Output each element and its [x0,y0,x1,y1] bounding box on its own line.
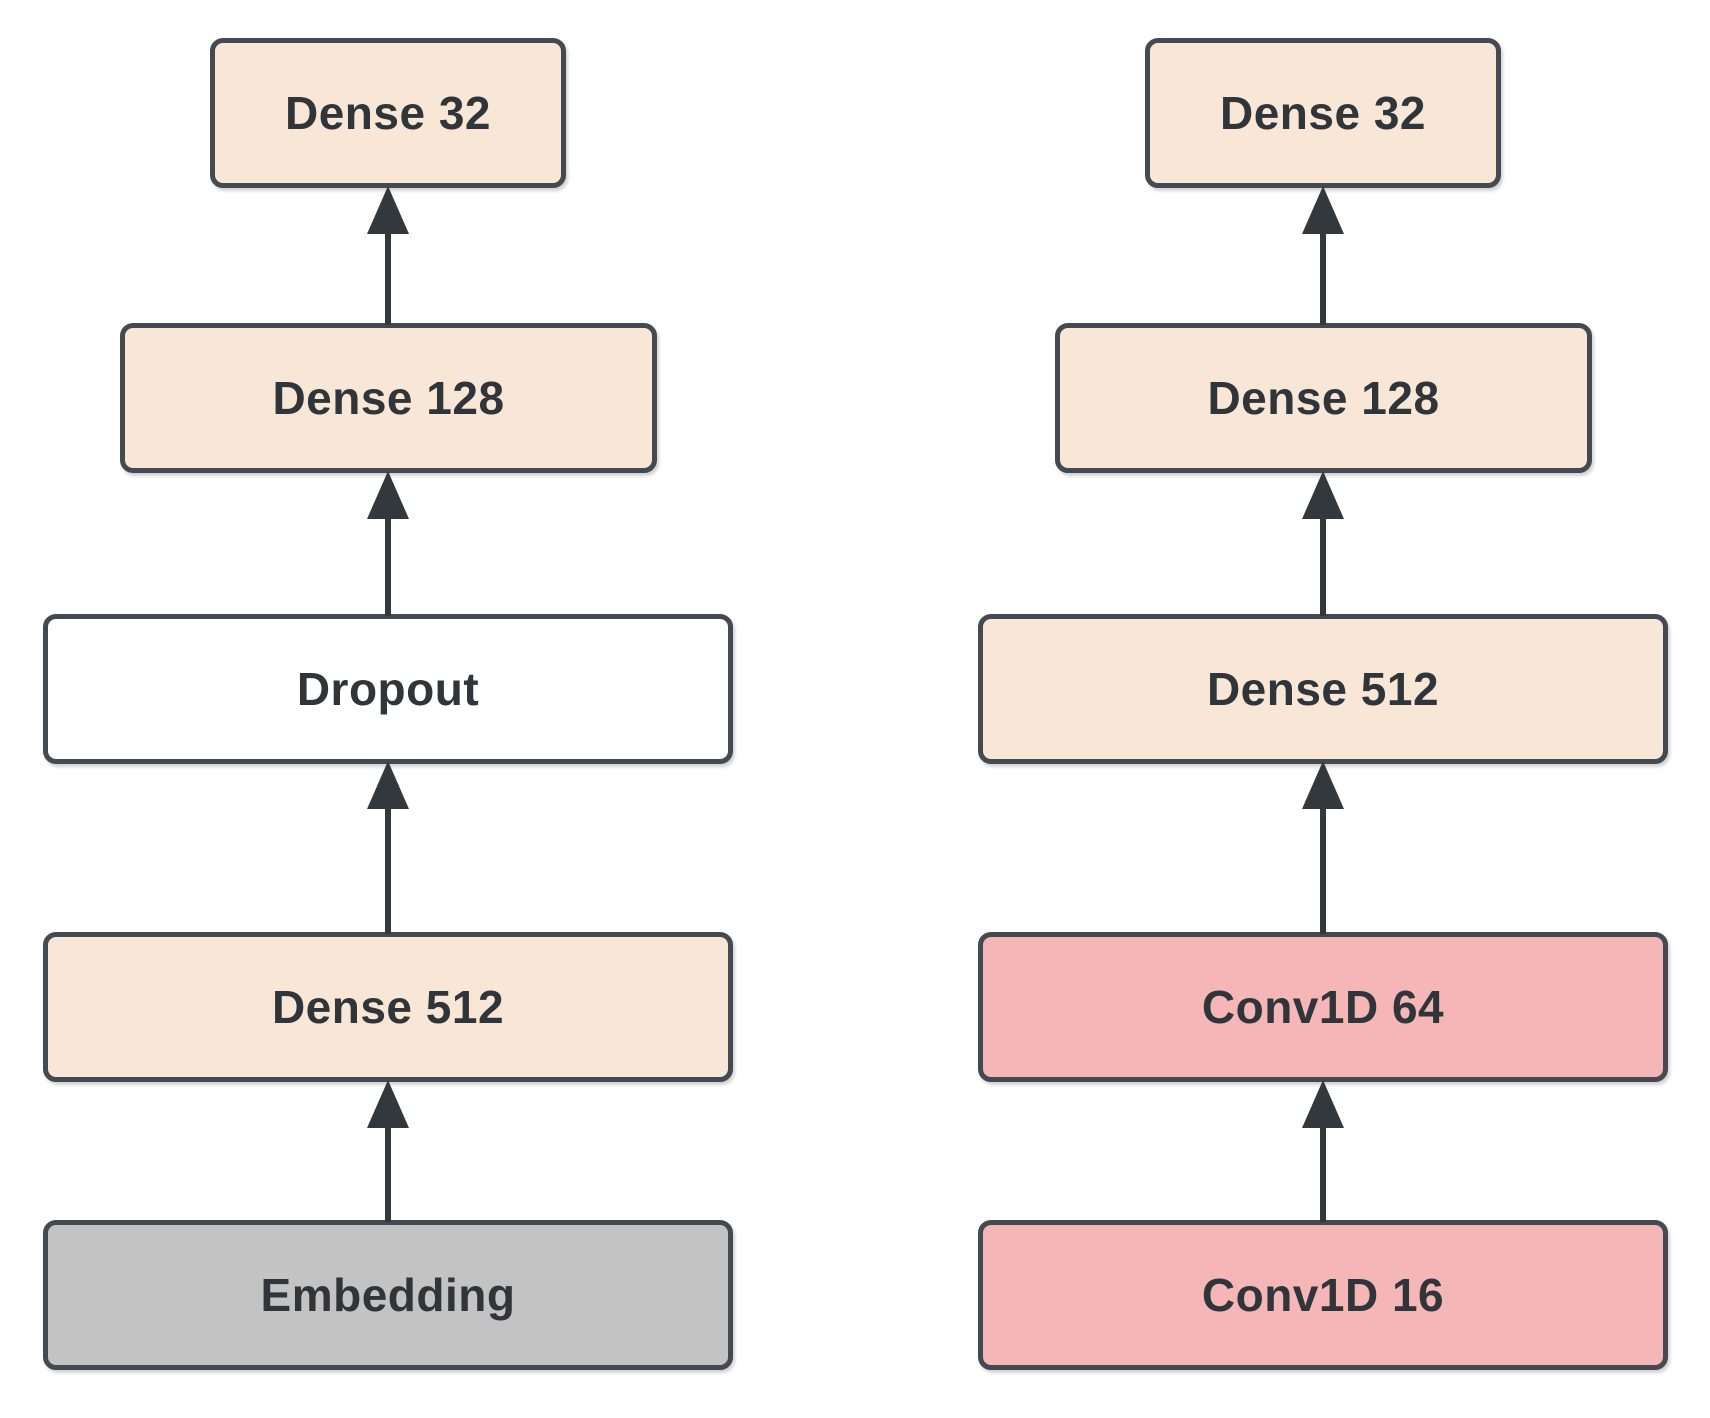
up-arrow-icon [1302,1080,1344,1222]
arrow-shaft [1320,1125,1326,1222]
node-left-dropout: Dropout [43,614,733,764]
node-right-conv1d-16: Conv1D 16 [978,1220,1668,1370]
node-label: Dense 32 [1219,87,1426,139]
up-arrow-icon [367,761,409,934]
arrowhead-icon [1302,1080,1344,1128]
node-left-dense-512: Dense 512 [43,932,733,1082]
arrow-shaft [385,1125,391,1222]
arrow-shaft [385,806,391,934]
arrowhead-icon [367,1080,409,1128]
arrowhead-icon [1302,761,1344,809]
up-arrow-icon [1302,471,1344,616]
node-right-dense-32: Dense 32 [1145,38,1501,188]
up-arrow-icon [367,471,409,616]
node-label: Embedding [260,1269,516,1321]
arrow-shaft [385,231,391,325]
up-arrow-icon [1302,186,1344,325]
node-right-dense-512: Dense 512 [978,614,1668,764]
node-label: Dropout [296,663,480,715]
node-left-embedding: Embedding [43,1220,733,1370]
arrowhead-icon [1302,186,1344,234]
node-left-dense-128: Dense 128 [120,323,657,473]
node-label: Conv1D 64 [1201,981,1445,1033]
node-left-dense-32: Dense 32 [210,38,566,188]
node-label: Dense 512 [1206,663,1440,715]
up-arrow-icon [1302,761,1344,934]
node-label: Dense 128 [1207,372,1440,424]
node-right-dense-128: Dense 128 [1055,323,1592,473]
arrowhead-icon [367,186,409,234]
node-label: Dense 512 [271,981,505,1033]
arrow-shaft [1320,516,1326,616]
up-arrow-icon [367,186,409,325]
arrow-shaft [385,516,391,616]
arrowhead-icon [367,761,409,809]
up-arrow-icon [367,1080,409,1222]
arrowhead-icon [1302,471,1344,519]
arrowhead-icon [367,471,409,519]
node-right-conv1d-64: Conv1D 64 [978,932,1668,1082]
node-label: Conv1D 16 [1201,1269,1445,1321]
arrow-shaft [1320,231,1326,325]
arrow-shaft [1320,806,1326,934]
node-label: Dense 32 [284,87,491,139]
node-label: Dense 128 [272,372,505,424]
